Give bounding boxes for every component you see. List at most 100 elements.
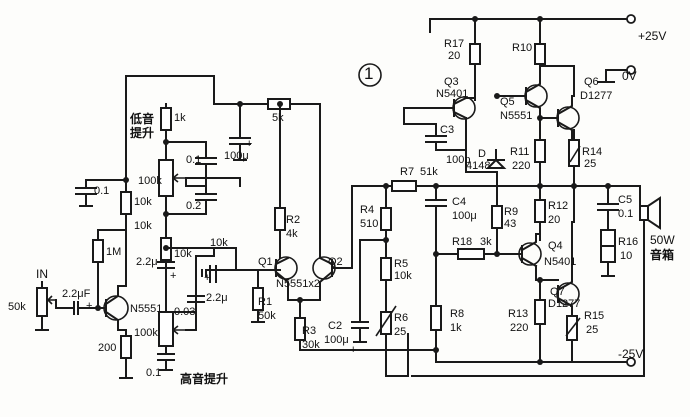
label-r10: R10 (512, 42, 533, 54)
label-c5-value: 0.1 (618, 208, 634, 220)
label-q3-value: N5401 (436, 88, 469, 100)
diff-input-cap (209, 265, 217, 283)
label-c3-value: 100p (446, 154, 471, 166)
label-r10k-front: 10k (134, 196, 152, 208)
label-c01-front: 0.1 (94, 185, 110, 197)
label-c100u: 100μ (224, 150, 249, 162)
terminal-neg (626, 357, 636, 367)
label-fb-plus: + (350, 344, 357, 356)
label-r1-value: 50k (258, 310, 276, 322)
label-c4-value: 100μ (452, 210, 477, 222)
node-marker-circle (358, 63, 382, 87)
label-r18-value: 3k (480, 236, 492, 248)
label-r10k-a: 10k (134, 220, 152, 232)
load-network (411, 185, 661, 377)
label-treble-boost: 高音提升 (180, 372, 229, 386)
label-q2: Q2 (328, 256, 343, 268)
label-gnd: 0V (622, 69, 637, 83)
label-r7-value: 51k (420, 166, 438, 178)
label-r6: R6 (394, 312, 409, 324)
label-r9: R9 (504, 206, 519, 218)
label-q3: Q3 (444, 76, 459, 88)
label-c01a: 0.1 (186, 154, 202, 166)
label-r4-value: 510 (360, 218, 379, 230)
label-r14-value: 25 (584, 158, 597, 170)
label-r16-value: 10 (620, 250, 633, 262)
label-r12-value: 20 (548, 214, 561, 226)
label-r1: R1 (258, 296, 273, 308)
label-q6-value: D1277 (580, 90, 613, 102)
label-in: IN (36, 267, 48, 281)
label-r8: R8 (450, 308, 465, 320)
label-pot-bass: 100k (138, 175, 162, 187)
label-q-front: N5551 (130, 303, 163, 315)
label-c22-tone: 2.2μ (136, 256, 158, 268)
ground-symbol-0v (597, 69, 629, 83)
label-c2-value: 100μ (324, 334, 349, 346)
label-q7: Q7 (550, 286, 565, 298)
label-c4: C4 (452, 196, 467, 208)
tone-network (157, 103, 281, 371)
label-r17-value: 20 (448, 50, 461, 62)
label-r13-value: 220 (510, 322, 529, 334)
label-r11-value: 220 (512, 160, 531, 172)
junction-dots (95, 16, 611, 365)
label-r11: R11 (510, 146, 530, 158)
label-filter-plus: + (246, 138, 253, 150)
label-neg-supply: -25V (618, 347, 644, 361)
label-r2-value: 4k (286, 228, 298, 240)
label-pair: N5551x2 (276, 278, 321, 290)
label-c01b: 0.1 (146, 367, 162, 379)
label-r10k-c: 10k (210, 237, 228, 249)
label-r12: R12 (548, 200, 569, 212)
label-tone-plus: + (170, 270, 177, 282)
vas-stage (403, 37, 523, 353)
label-input-pot: 50k (8, 301, 26, 313)
label-r4: R4 (360, 204, 375, 216)
output-stage (496, 37, 581, 363)
node-marker: 1 (364, 64, 374, 83)
terminal-pos (626, 14, 636, 24)
label-speaker: 音箱 (650, 248, 675, 262)
label-r5: R5 (394, 258, 409, 270)
label-r6-value: 25 (394, 326, 407, 338)
label-c5: C5 (618, 194, 633, 206)
label-r16: R16 (618, 236, 639, 248)
label-r15-value: 25 (586, 324, 599, 336)
label-q5: Q5 (500, 96, 515, 108)
label-r5-value: 10k (394, 270, 412, 282)
label-r18: R18 (452, 236, 473, 248)
label-r10k-b: 10k (174, 248, 192, 260)
label-c3: C3 (440, 124, 455, 136)
feedback-network (351, 180, 616, 377)
label-c003: 0.03 (174, 306, 196, 318)
label-pos-supply: +25V (638, 29, 667, 43)
label-r17: R17 (444, 38, 465, 50)
label-c2: C2 (328, 320, 343, 332)
label-r7: R7 (400, 166, 415, 178)
label-r1k: 1k (174, 112, 186, 124)
label-q5-value: N5551 (500, 110, 533, 122)
terminal-gnd (626, 65, 636, 75)
label-input-cap: 2.2μF (62, 288, 91, 300)
label-r14: R14 (582, 146, 603, 158)
label-q7-value: D1277 (548, 298, 581, 310)
negative-rail (435, 347, 629, 363)
label-q4-value: N5401 (544, 256, 577, 268)
label-r13: R13 (508, 308, 529, 320)
label-d-value: 4148 (466, 160, 491, 172)
label-pot-treble: 100k (134, 327, 158, 339)
label-r8-value: 1k (450, 322, 462, 334)
positive-rail (429, 18, 629, 39)
label-q1: Q1 (258, 256, 273, 268)
label-r200: 200 (98, 342, 117, 354)
label-r9-value: 43 (504, 218, 517, 230)
label-input-plus: + (86, 300, 93, 312)
label-speaker-power: 50W (650, 233, 675, 247)
label-c02: 0.2 (186, 200, 202, 212)
label-r3-value: 30k (302, 339, 320, 351)
differential-pair (251, 103, 437, 351)
label-d: D (478, 148, 486, 160)
